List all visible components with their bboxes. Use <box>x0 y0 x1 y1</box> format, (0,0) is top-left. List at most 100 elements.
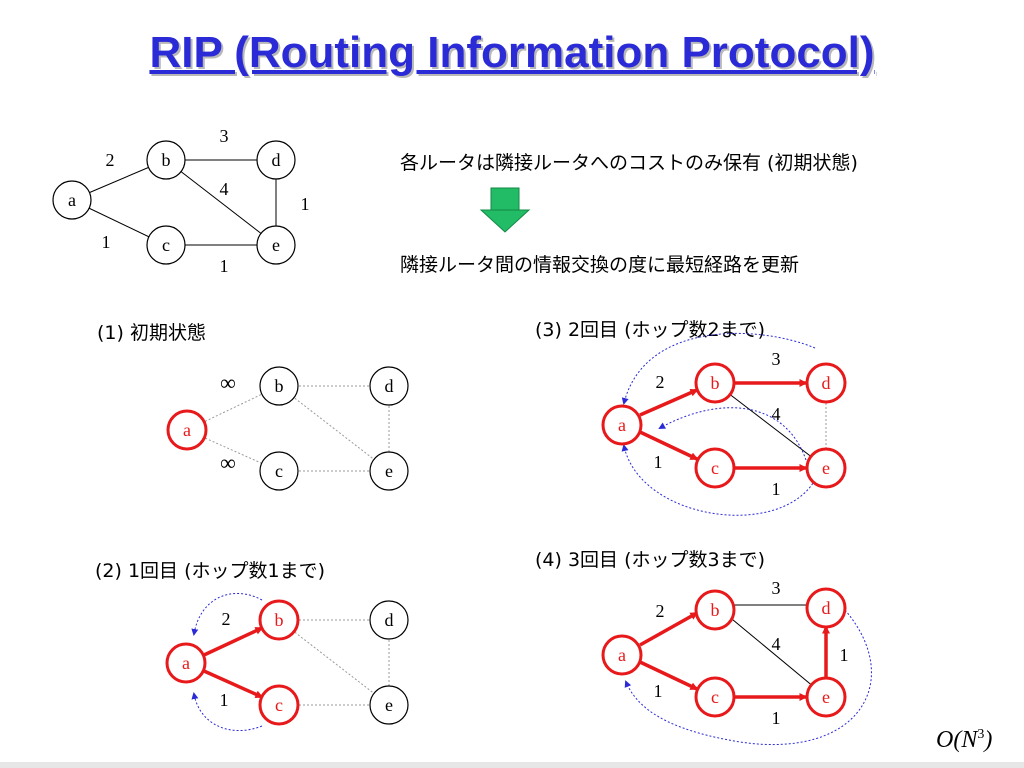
panel-3-node-d-label: d <box>822 373 831 393</box>
panel-1-node-e: e <box>369 451 409 491</box>
panel-1-node-d: d <box>369 366 409 406</box>
panel-1-cost-ac: ∞ <box>220 450 236 475</box>
base-node-d: d <box>256 140 296 180</box>
panel-4-edge-be <box>714 604 827 698</box>
panel-3-node-a-label: a <box>618 415 626 435</box>
panel-2-node-c: c <box>258 684 300 726</box>
panel-2-node-d-label: d <box>385 610 394 630</box>
panel-2-node-a: a <box>165 642 207 684</box>
panel-4-node-e-label: e <box>822 687 830 707</box>
panel-2-node-b: b <box>258 599 300 641</box>
base-node-d-label: d <box>272 150 281 170</box>
panel-2-graph: a b c d e 2 1 <box>165 592 409 731</box>
base-edge-be <box>165 159 277 246</box>
panel-2-route-ab <box>203 626 264 657</box>
panel-1-node-d-label: d <box>385 376 394 396</box>
panel-4-node-a: a <box>601 634 643 676</box>
panel-4-cost-de: 1 <box>840 645 849 665</box>
panel-2-update-c-to-a <box>191 692 263 731</box>
panel-4-caption: (4) 3回目 (ホップ数3まで) <box>535 549 765 571</box>
panel-3-cost-bd: 3 <box>772 349 781 369</box>
panel-4-node-c: c <box>694 676 736 718</box>
description-update-rule: 隣接ルータ間の情報交換の度に最短経路を更新 <box>400 254 800 276</box>
panel-3-cost-ac: 1 <box>654 452 663 472</box>
panel-2-node-c-label: c <box>275 695 283 715</box>
panel-2-cost-ac: 1 <box>220 690 229 710</box>
panel-3-node-b-label: b <box>711 373 720 393</box>
base-node-e: e <box>256 225 296 265</box>
base-cost-bd: 3 <box>220 126 229 146</box>
base-node-a: a <box>52 180 92 220</box>
panel-2-cost-ab: 2 <box>222 609 231 629</box>
base-cost-be: 4 <box>220 179 229 199</box>
panel-3-update-e-to-a-via-b <box>658 407 807 461</box>
panel-3-cost-ab: 2 <box>656 372 665 392</box>
base-node-c-label: c <box>162 235 170 255</box>
panel-2-caption: (2) 1回目 (ホップ数1まで) <box>95 560 325 582</box>
panel-2-update-b-to-a <box>191 592 263 636</box>
base-network: a b c d e 2 1 3 4 1 1 <box>52 126 310 276</box>
panel-3-route-ac <box>639 430 699 461</box>
description-initial-state: 各ルータは隣接ルータへのコストのみ保有 (初期状態) <box>400 152 858 174</box>
panel-1-node-b: b <box>259 366 299 406</box>
panel-3-graph: a b c d e 2 1 3 4 1 <box>601 332 847 516</box>
panel-4-update-d-to-a <box>624 609 872 746</box>
base-node-c: c <box>146 225 186 265</box>
panel-3-node-c: c <box>694 447 736 489</box>
panel-3-edge-be <box>714 382 827 469</box>
slide-title: RIP (Routing Information Protocol) <box>149 28 875 77</box>
panel-3-node-a: a <box>601 404 643 446</box>
panel-4-node-d-label: d <box>822 598 831 618</box>
panel-2-node-d: d <box>369 600 409 640</box>
panel-1-node-c-label: c <box>275 461 283 481</box>
panel-4-node-a-label: a <box>618 645 626 665</box>
panel-3-route-ab <box>639 388 699 417</box>
panel-1-node-c: c <box>259 451 299 491</box>
base-node-b: b <box>146 140 186 180</box>
panel-2-node-e-label: e <box>385 695 393 715</box>
base-node-a-label: a <box>68 190 76 210</box>
panel-1-caption: (1) 初期状態 <box>97 322 206 344</box>
panel-4-route-ab <box>639 611 699 647</box>
complexity-suffix: ) <box>984 727 993 753</box>
base-node-e-label: e <box>272 235 280 255</box>
base-cost-ac: 1 <box>102 232 111 252</box>
panel-4-cost-bd: 3 <box>772 578 781 598</box>
panel-1-node-a: a <box>166 409 208 451</box>
base-cost-de: 1 <box>301 194 310 214</box>
down-arrow-icon <box>479 187 531 233</box>
panel-1-node-a-label: a <box>183 420 191 440</box>
panel-3-cost-ce: 1 <box>772 479 781 499</box>
panel-2-node-b-label: b <box>275 610 284 630</box>
panel-4-node-d: d <box>805 587 847 629</box>
slide-bottom-bar <box>0 762 1024 768</box>
panel-2-node-e: e <box>369 685 409 725</box>
base-cost-ab: 2 <box>106 150 115 170</box>
panel-3-node-e: e <box>805 447 847 489</box>
panel-4-cost-be: 4 <box>772 634 781 654</box>
panel-3-node-e-label: e <box>822 458 830 478</box>
panel-3-cost-be: 4 <box>772 404 781 424</box>
panel-4-cost-ce: 1 <box>772 708 781 728</box>
panel-2-route-ac <box>203 669 264 699</box>
panel-1-node-b-label: b <box>275 376 284 396</box>
panel-4-graph: a b c d e 2 1 3 4 1 1 <box>601 578 872 746</box>
base-node-b-label: b <box>162 150 171 170</box>
panel-3-node-d: d <box>805 362 847 404</box>
panel-1-node-e-label: e <box>385 461 393 481</box>
panel-4-route-ac <box>639 660 699 691</box>
panel-3-node-b: b <box>694 362 736 404</box>
panel-3-update-d-to-a <box>621 332 816 405</box>
complexity-exponent: 3 <box>977 727 985 742</box>
panel-4-node-b: b <box>694 589 736 631</box>
panel-4-node-c-label: c <box>711 687 719 707</box>
panel-4-node-e: e <box>805 676 847 718</box>
panel-1-graph: a b c d e ∞ ∞ <box>166 366 409 491</box>
complexity-notation: O(N3) <box>936 727 992 754</box>
panel-2-node-a-label: a <box>182 653 190 673</box>
complexity-prefix: O(N <box>936 727 978 753</box>
panel-1-cost-ab: ∞ <box>220 370 236 395</box>
base-cost-ce: 1 <box>220 256 229 276</box>
panel-4-node-b-label: b <box>711 600 720 620</box>
